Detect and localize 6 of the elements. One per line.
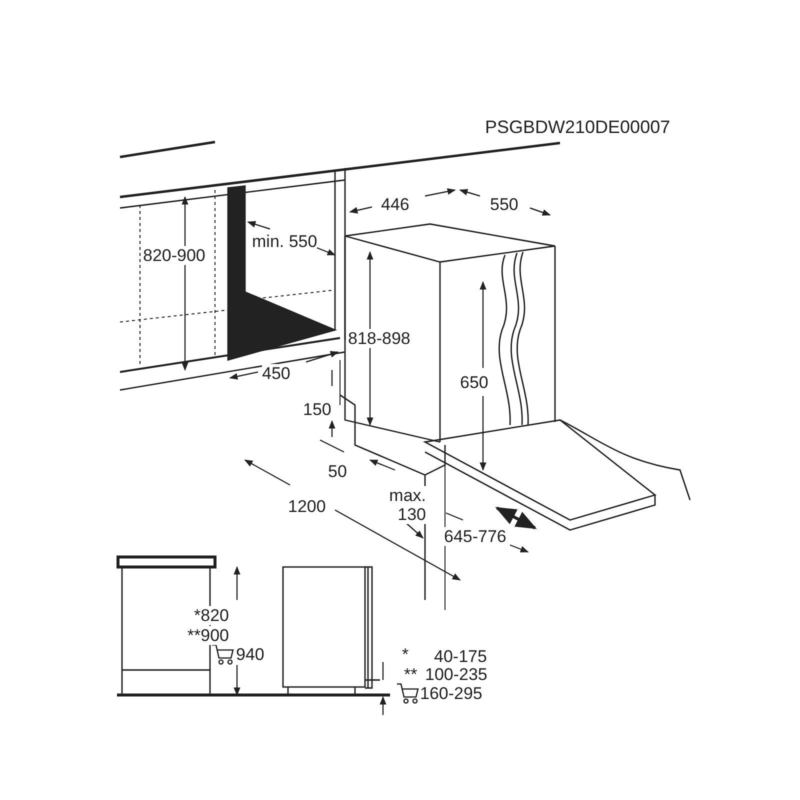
- dimension-label: min. 550: [252, 232, 318, 251]
- dimension-label: **900: [187, 626, 229, 645]
- dimension-label: 645-776: [444, 527, 506, 546]
- dimension-label: *820: [194, 606, 229, 625]
- dimension-label: 820-900: [143, 246, 206, 265]
- dimension-label: 818-898: [348, 329, 410, 348]
